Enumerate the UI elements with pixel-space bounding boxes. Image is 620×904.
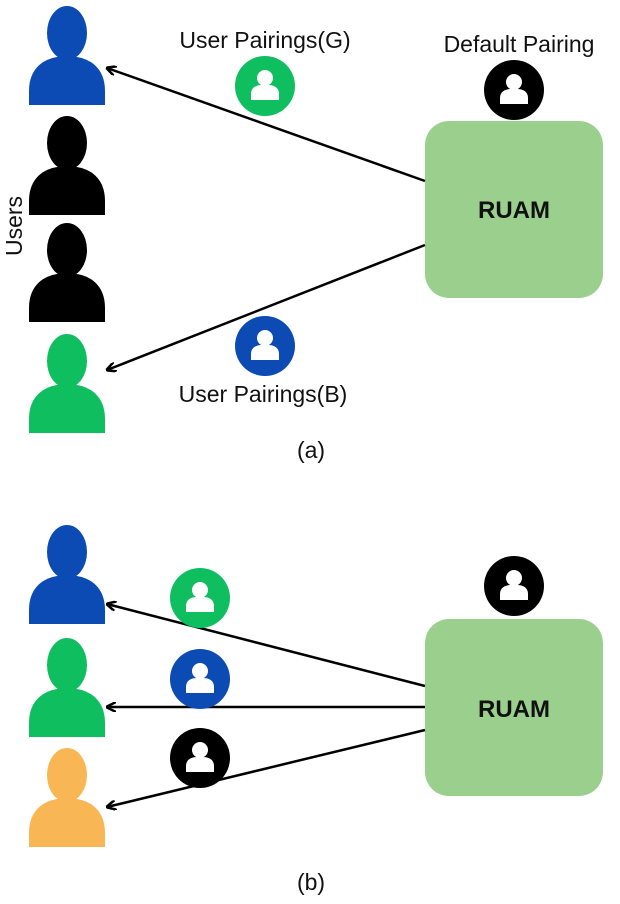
arrow-to-green-user-a [107, 243, 426, 370]
pairing-badge-blue-a [235, 316, 295, 376]
arrow-to-blue-user-a [107, 68, 426, 183]
ruam-label-a: RUAM [478, 197, 550, 224]
user-icon-blue-a [29, 6, 105, 105]
default-pairing-label: Default Pairing [444, 31, 595, 57]
caption-a: (a) [297, 437, 325, 463]
pairing-badge-black-b1 [170, 728, 230, 788]
user-icon-blue-b [29, 525, 105, 624]
arrow-to-blue-user-b [107, 604, 426, 688]
user-icon-green-a [29, 334, 105, 433]
user-icon-black-1-a [29, 116, 105, 215]
ruam-box-a [425, 121, 603, 298]
caption-b: (b) [297, 869, 325, 895]
ruam-box-b [425, 619, 603, 796]
user-icon-black-2-a [29, 223, 105, 322]
pairing-badge-green-a [235, 56, 295, 116]
pairing-badge-blue-b [170, 649, 230, 709]
user-pairings-b-label: User Pairings(B) [179, 381, 348, 407]
user-pairings-g-label: User Pairings(G) [179, 27, 350, 53]
users-label: Users [1, 196, 27, 256]
panel-b: RUAM (b) [29, 525, 603, 895]
user-icon-green-b [29, 638, 105, 737]
pairing-badge-green-b [170, 568, 230, 628]
pairing-badge-black-b2 [484, 556, 544, 616]
user-icon-orange-b [29, 748, 105, 847]
pairing-badge-black-a [484, 60, 544, 120]
arrow-to-orange-user-b [107, 728, 426, 807]
panel-a: Users RUAM User Pairings(G) Default Pair… [1, 6, 603, 463]
ruam-label-b: RUAM [478, 696, 550, 723]
